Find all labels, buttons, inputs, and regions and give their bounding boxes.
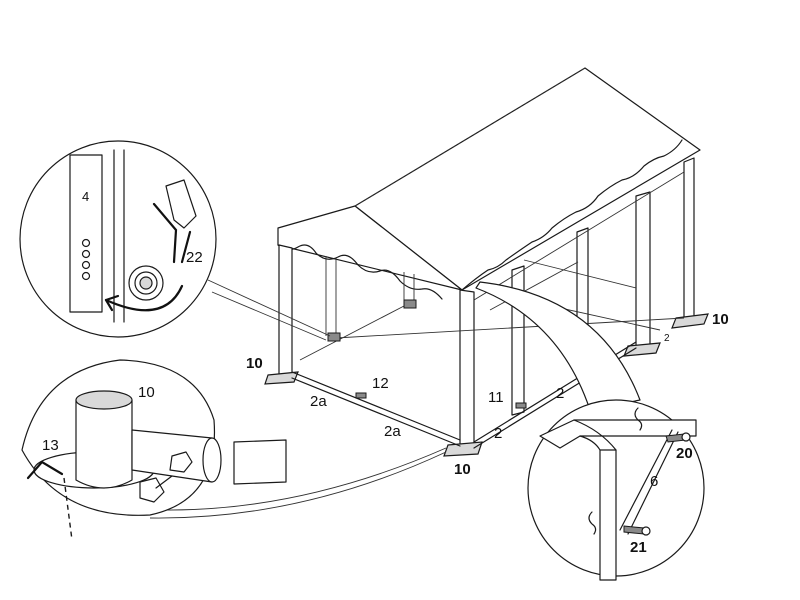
detail-corner-bracket <box>475 281 705 581</box>
bolt-head <box>139 477 165 503</box>
callout-10-back-right: 10 <box>712 311 729 328</box>
rotation-arrow-head <box>104 294 120 312</box>
connector-12 <box>355 392 367 399</box>
ground-rail-front <box>291 371 461 447</box>
callout-2a-b: 2a <box>384 423 401 440</box>
side-valance <box>461 139 683 291</box>
pole-cylinder <box>75 399 133 489</box>
callout-10-front-left: 10 <box>246 355 263 372</box>
leg-back-right <box>635 191 651 349</box>
detail-foot-base <box>21 359 447 541</box>
hole-4 <box>81 271 91 281</box>
bolt-nut <box>169 451 193 473</box>
leg-far-corner <box>683 157 695 323</box>
callout-10-detail: 10 <box>138 384 155 401</box>
rotation-arrow <box>104 284 184 312</box>
callout-2-b: 2 <box>494 425 503 442</box>
brace-6 <box>619 429 679 535</box>
side-tube-end <box>202 437 222 483</box>
pole-with-holes <box>69 154 103 313</box>
leader-bottom-detail <box>149 447 447 519</box>
hook-lower <box>588 511 597 535</box>
hole-3 <box>81 260 91 270</box>
hole-1 <box>81 238 91 248</box>
tent-frame <box>264 67 709 457</box>
callout-4: 4 <box>82 189 90 204</box>
leg-front-right <box>459 289 475 449</box>
ground-rail-back <box>299 305 685 361</box>
bolt-shaft <box>155 475 173 489</box>
callout-2-a: 2 <box>556 385 565 402</box>
ring-inner <box>134 271 158 295</box>
outer-tube <box>113 149 125 323</box>
front-valance <box>277 244 443 300</box>
callout-12: 12 <box>372 375 389 392</box>
foot-plate-front-right <box>443 441 483 457</box>
hole-2 <box>81 249 91 259</box>
loose-sleeve <box>233 439 287 485</box>
bolt-21 <box>623 525 645 535</box>
hook-upper <box>634 407 643 431</box>
callout-11: 11 <box>488 389 504 406</box>
connector-back-left <box>327 332 341 342</box>
callout-22: 22 <box>186 249 203 266</box>
callout-21: 21 <box>630 539 647 556</box>
detail-pole-insertion <box>19 140 331 341</box>
leader-top-detail <box>207 279 331 341</box>
clip-pin-22 <box>165 179 197 229</box>
callout-6: 6 <box>650 473 659 490</box>
callout-2a-a: 2a <box>310 393 327 410</box>
bolt-20-head <box>681 432 691 442</box>
connector-11 <box>515 402 527 409</box>
leg-back-left <box>325 256 337 338</box>
leader-right-detail <box>475 281 641 411</box>
ridge-line <box>354 67 586 207</box>
callout-10-front-right: 10 <box>454 461 471 478</box>
foot-plate-front-left <box>264 371 299 385</box>
stake-13-dash <box>63 477 73 541</box>
corner-tube-vertical <box>599 449 617 581</box>
stake-13 <box>26 460 64 480</box>
callout-13: 13 <box>42 437 59 454</box>
connector-back-mid <box>403 299 417 309</box>
callout-2-small: 2 <box>664 333 670 344</box>
bolt-21-head <box>641 526 651 536</box>
clip-wire <box>152 202 192 264</box>
ring-core <box>139 276 153 290</box>
pole-top <box>75 390 133 410</box>
callout-20: 20 <box>676 445 693 462</box>
leg-front-left <box>278 244 293 379</box>
foot-plate-back-right <box>623 342 661 357</box>
detail-circle-top-left <box>19 140 217 338</box>
foot-plate-far-corner <box>671 313 709 329</box>
corner-elbow <box>573 419 617 451</box>
